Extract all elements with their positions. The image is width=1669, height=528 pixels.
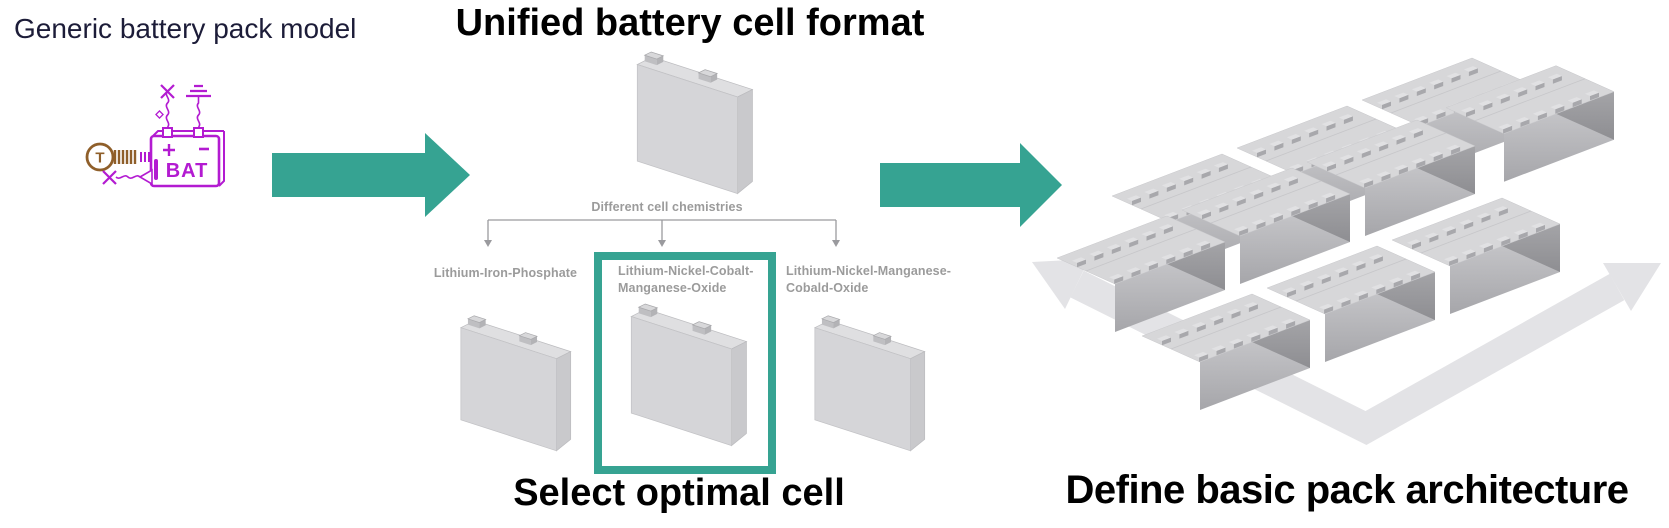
- wire-wavy-bottom: [115, 175, 141, 179]
- chemistry-option-lfp: Lithium-Iron-Phosphate: [418, 265, 593, 282]
- chemistry-option-label-line2: Manganese-Oxide: [618, 281, 727, 295]
- select-cell-caption: Select optimal cell: [513, 472, 845, 514]
- chemistry-option-label-line2: Cobald-Oxide: [786, 281, 869, 295]
- temperature-label: T: [95, 150, 104, 167]
- negative-pin: [193, 127, 204, 138]
- cell-option-ncm-image: [630, 303, 747, 447]
- unified-cell-image: [636, 51, 753, 195]
- chemistry-option-ncm: Lithium-Nickel-Cobalt- Manganese-Oxide: [618, 263, 778, 297]
- bat-label: BAT: [166, 160, 209, 182]
- x-connector-bottom-icon: [102, 170, 117, 185]
- generic-model-title: Generic battery pack model: [14, 13, 357, 44]
- cell-option-lfp-image: [460, 315, 572, 452]
- x-connector-top-icon: [160, 84, 175, 99]
- chemistry-option-label-line1: Lithium-Nickel-Manganese-: [786, 264, 952, 278]
- selected-cell-highlight: [594, 252, 776, 474]
- signal-triangle-icon: [138, 168, 153, 186]
- wire-wavy-left: [165, 91, 170, 128]
- thermometer-bar-icon: [154, 159, 158, 180]
- diamond-mark-icon: [155, 110, 164, 119]
- pack-modules-group: [1056, 57, 1615, 410]
- flow-arrow-1-icon: [272, 133, 470, 217]
- wire-wavy-right: [196, 96, 201, 128]
- chemistry-option-label-line1: Lithium-Nickel-Cobalt-: [618, 264, 754, 278]
- positive-pin: [162, 127, 173, 138]
- temperature-source-icon: [85, 142, 115, 172]
- cell-option-nmc-image: [814, 315, 926, 452]
- chemistry-option-label: Lithium-Iron-Phosphate: [433, 266, 578, 280]
- plus-terminal-icon: [163, 144, 175, 156]
- battery-symbol-icon: T BAT: [85, 84, 225, 188]
- unified-cell-title: Unified battery cell format: [455, 2, 925, 44]
- thermal-connector-pin-icon: [140, 152, 150, 162]
- ground-icon: [186, 84, 211, 98]
- thermal-connector-icon: [113, 150, 137, 164]
- pack-isometric-image: [1032, 57, 1661, 445]
- chemistry-option-nmc: Lithium-Nickel-Manganese- Cobald-Oxide: [786, 263, 966, 297]
- pack-caption: Define basic pack architecture: [1065, 468, 1629, 512]
- chemistry-tree-lines: [484, 219, 840, 247]
- flow-arrow-2-icon: [880, 143, 1062, 227]
- chemistry-root-label: Different cell chemistries: [591, 200, 743, 214]
